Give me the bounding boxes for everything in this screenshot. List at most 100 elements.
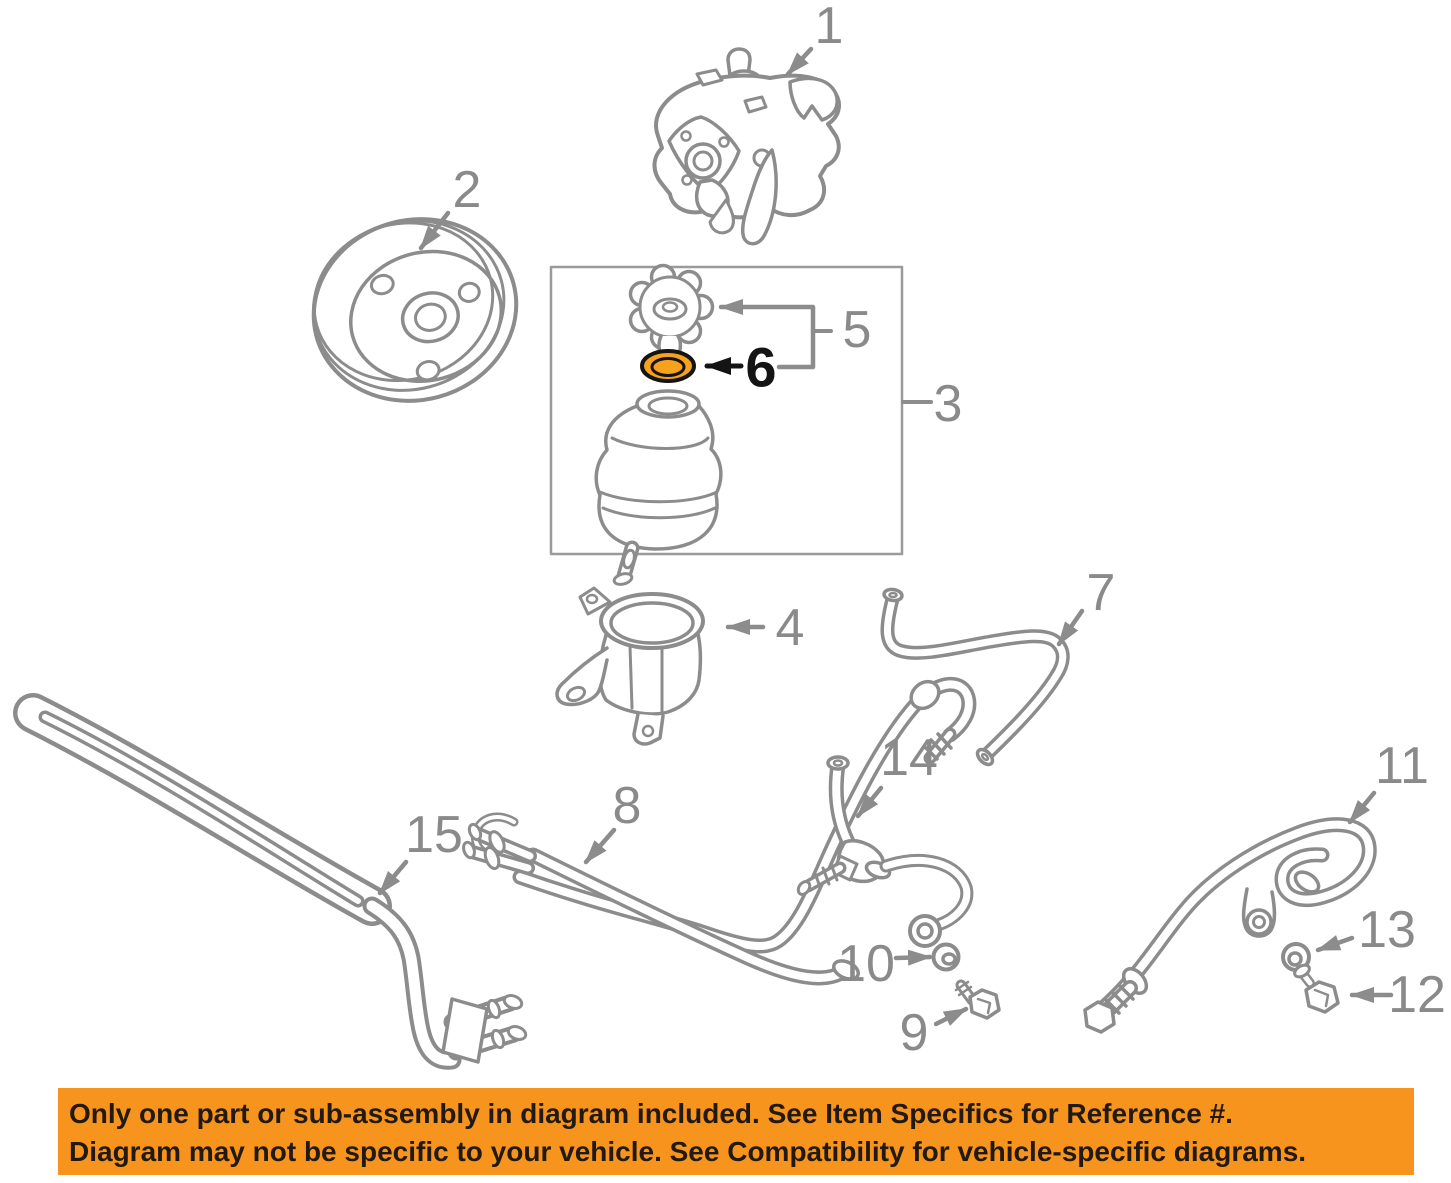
- arrow-11: [1347, 790, 1377, 825]
- pump-lug-2: [743, 95, 768, 114]
- pump-bolt-3: [681, 174, 693, 186]
- bracket-ring-inner: [609, 601, 695, 645]
- pump-flange: [667, 115, 741, 194]
- outlet-tip: [612, 572, 634, 586]
- pulley-face: [349, 249, 504, 383]
- bracket-leg-hole: [641, 724, 655, 738]
- callout-8: 8: [613, 777, 642, 835]
- reservoir-shoulder-line: [610, 436, 710, 450]
- pulley-bore: [414, 302, 447, 332]
- hose11-inner: [1099, 820, 1374, 1012]
- reservoir-body: [594, 404, 723, 551]
- callout-labels: 1 2 3 4 5 6 7 8 9 10 11 12 13 14 15: [405, 0, 1446, 1062]
- callout-1: 1: [815, 0, 844, 55]
- arrow-9: [933, 1006, 969, 1027]
- ring-terminal-hole: [916, 922, 934, 940]
- pump-bolt-2: [718, 136, 730, 148]
- part-5-cap-drawing: [628, 263, 715, 362]
- ring-terminal: [908, 914, 942, 948]
- hose11-tab-hole-inner: [1252, 915, 1266, 929]
- reservoir-rib-1: [598, 490, 719, 504]
- pump-leg: [740, 148, 778, 246]
- disclaimer-line-1: Only one part or sub-assembly in diagram…: [69, 1098, 1233, 1129]
- cooler-slot-inner: [42, 714, 361, 904]
- bracket-arm-hole: [565, 685, 587, 703]
- part-11-hose-drawing: [1083, 817, 1377, 1034]
- part-15-cooler-line-drawing: [13, 693, 528, 1070]
- cooler-leg-inner: [366, 900, 458, 1066]
- disclaimer-line-2: Diagram may not be specific to your vehi…: [69, 1136, 1307, 1167]
- hose14-open-end: [826, 755, 850, 771]
- bolt9-facets: [976, 997, 992, 1015]
- hose11-tab-hole: [1245, 908, 1273, 936]
- hose8-end-collar: [831, 959, 861, 981]
- part-3-reservoir-group: [549, 263, 904, 586]
- hose14-open-end-hole: [832, 759, 844, 767]
- callout-3: 3: [934, 375, 963, 433]
- bolt12-facets: [1313, 988, 1330, 1008]
- pulley-hole-3: [415, 360, 441, 382]
- callout-5: 5: [843, 301, 872, 359]
- callout-arrows: [377, 46, 1394, 1027]
- cap-face-fill: [640, 277, 700, 337]
- hose14-threads: [813, 862, 839, 889]
- part-6-seal-highlighted: [640, 349, 696, 383]
- reservoir-neck-hole: [647, 396, 689, 416]
- pulley-hole-2: [457, 281, 481, 303]
- cap-center: [661, 301, 679, 313]
- callout-2: 2: [453, 161, 482, 219]
- stub-a-end: [502, 994, 524, 1010]
- hose14-tip: [796, 880, 812, 896]
- part-2-pulley-drawing: [311, 217, 519, 403]
- fit-a-collar: [488, 830, 506, 854]
- pump-bolt-1: [680, 130, 692, 142]
- nut-hole: [941, 952, 957, 966]
- bolt9-hex: [968, 988, 1001, 1020]
- callout-6: 6: [745, 336, 776, 399]
- part-12-bolt-drawing: [1293, 963, 1340, 1014]
- bolt12-hex: [1304, 980, 1340, 1014]
- hose7-bottom-hole: [980, 752, 990, 762]
- part-10-nut-drawing: [931, 942, 961, 972]
- pump-foot-2: [708, 198, 735, 235]
- hose8-threads: [923, 732, 953, 761]
- fit-b-end: [462, 840, 476, 860]
- callout-4: 4: [776, 599, 805, 657]
- hose7-top-end: [882, 587, 904, 603]
- hose7-bottom-end: [975, 747, 995, 767]
- washer-hole: [1287, 951, 1303, 967]
- pump-top-cap: [726, 47, 752, 78]
- bolt9-threads: [954, 980, 973, 997]
- pump-ear: [788, 76, 839, 122]
- hose7-top-hole: [888, 591, 898, 599]
- hose8-arc-inner: [516, 680, 973, 951]
- arrow-2: [418, 210, 451, 251]
- arrow-13: [1315, 935, 1355, 953]
- stub-b-collar: [490, 1028, 506, 1050]
- part-8-hose-drawing: [462, 676, 977, 986]
- hose8-collar: [909, 679, 941, 711]
- arrow-1: [785, 46, 814, 77]
- fit-a-end: [467, 822, 483, 842]
- cooler-clamp: [441, 997, 489, 1064]
- callout-7: 7: [1087, 564, 1116, 622]
- part-9-bolt-drawing: [954, 979, 1001, 1020]
- hose7-inner: [883, 593, 1067, 759]
- part-7-hose-drawing: [880, 587, 1070, 767]
- pulley-hub: [400, 291, 460, 344]
- hose11-loop-collar: [1293, 870, 1321, 894]
- disclaimer-banner: Only one part or sub-assembly in diagram…: [58, 1088, 1414, 1175]
- pump-boss: [684, 142, 722, 180]
- seal-inner: [650, 357, 686, 377]
- fit-b-collar: [483, 845, 501, 871]
- part-4-bracket-drawing: [555, 586, 705, 746]
- callout-15: 15: [405, 806, 463, 864]
- callout-13: 13: [1358, 901, 1416, 959]
- arrow-8: [583, 827, 617, 865]
- pump-boss-bore: [692, 150, 714, 172]
- arrow-10: [893, 949, 933, 966]
- pulley-hole-1: [369, 273, 395, 296]
- bracket-ribs: [628, 644, 664, 714]
